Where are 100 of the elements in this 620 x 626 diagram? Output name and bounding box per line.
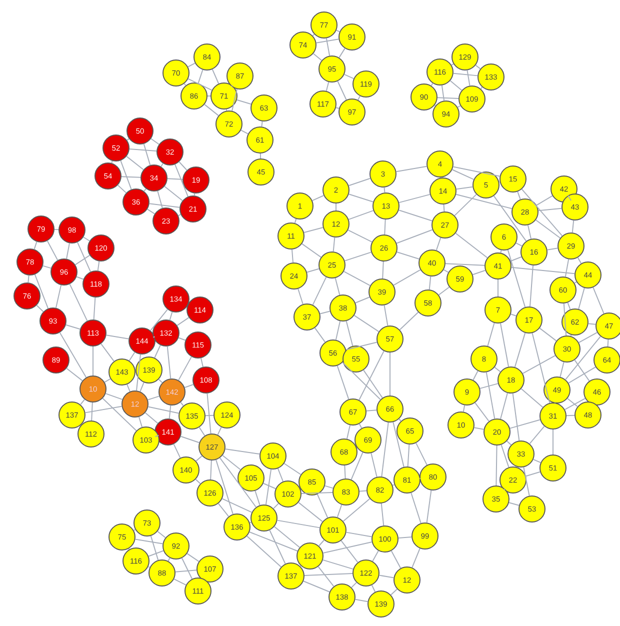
connector-line [55, 284, 62, 308]
connector-line [66, 368, 83, 382]
connector-line [222, 454, 241, 470]
connector-line [169, 311, 173, 321]
connector-line [160, 163, 164, 167]
connector-line [452, 166, 500, 177]
connector-line [195, 478, 201, 484]
connector-line [178, 356, 192, 381]
connector-line [358, 490, 368, 492]
connector-line [348, 230, 372, 242]
connector-line [102, 398, 137, 432]
connector-line [342, 362, 381, 400]
connector-line [120, 160, 132, 190]
connector-line [117, 184, 127, 194]
connector-line [100, 343, 114, 362]
connector-line [578, 288, 585, 310]
connector-line [574, 281, 577, 284]
connector-line [344, 252, 372, 262]
connector-line [69, 284, 88, 322]
connector-line [304, 226, 324, 234]
connector-line [472, 370, 478, 380]
connector-line [157, 530, 166, 538]
connector-line [322, 559, 354, 570]
connector-line [322, 541, 372, 554]
connector-line [277, 468, 284, 482]
connector-line [148, 550, 164, 557]
connector-line [577, 257, 582, 264]
connector-line [451, 63, 454, 66]
connector-line [76, 276, 84, 280]
connector-line [173, 444, 181, 458]
connector-line [348, 178, 371, 186]
connector-line [91, 402, 93, 422]
connector-line [346, 320, 354, 346]
connector-line [474, 402, 490, 422]
connector-line [144, 412, 158, 424]
connector-line [436, 97, 459, 99]
connector-line [521, 188, 563, 236]
connector-line [65, 324, 81, 330]
connector-line [607, 338, 609, 348]
connector-line [344, 74, 354, 80]
connector-line [312, 53, 322, 61]
connector-line [358, 96, 360, 100]
connector-line [301, 492, 333, 494]
connector-line [466, 70, 470, 86]
connector-line [97, 260, 100, 272]
connector-line [532, 458, 542, 464]
connector-line [426, 490, 432, 524]
connector-line [354, 314, 380, 332]
connector-line [529, 426, 545, 444]
connector-line [510, 314, 517, 316]
connector-line [443, 204, 445, 212]
connector-line [346, 424, 351, 440]
connector-line [298, 502, 323, 522]
connector-line [224, 448, 260, 455]
connector-line [210, 460, 212, 480]
connector-line [342, 498, 370, 522]
connector-line [36, 304, 44, 312]
connector-line [180, 402, 184, 406]
connector-line [455, 232, 488, 258]
connector-line [306, 268, 320, 273]
connector-line [416, 442, 428, 466]
connector-line [318, 540, 325, 546]
connector-line [269, 530, 286, 564]
connector-line [332, 236, 336, 252]
connector-line [144, 188, 146, 192]
connector-line [546, 248, 558, 250]
connector-line [184, 384, 194, 388]
connector-line [337, 80, 347, 100]
connector-line [222, 498, 252, 513]
connector-line [452, 72, 478, 76]
connector-line [382, 261, 384, 280]
connector-line [436, 237, 442, 251]
connector-line [335, 320, 341, 340]
connector-line [302, 243, 322, 258]
connector-line [147, 396, 160, 400]
connector-line [399, 312, 419, 330]
connector-line [93, 296, 96, 320]
connector-line [126, 138, 130, 141]
connector-line [366, 410, 378, 412]
connector-line [261, 120, 263, 128]
connector-line [563, 302, 567, 336]
connector-line [536, 195, 553, 206]
connector-line [246, 536, 282, 568]
connector-line [76, 242, 92, 272]
connector-line [178, 214, 182, 216]
connector-line [354, 296, 370, 304]
connector-line [298, 288, 304, 305]
connector-line [452, 169, 474, 180]
connector-line [514, 332, 526, 368]
connector-line [312, 34, 315, 36]
connector-line [443, 269, 449, 273]
connector-line [324, 485, 334, 489]
connector-line [568, 366, 596, 384]
connector-line [148, 406, 180, 414]
connector-line [552, 429, 554, 455]
connector-line [148, 203, 180, 208]
connector-line [358, 350, 384, 400]
connector-line [512, 392, 520, 442]
connector-line [196, 455, 202, 462]
connector-line [346, 532, 372, 538]
